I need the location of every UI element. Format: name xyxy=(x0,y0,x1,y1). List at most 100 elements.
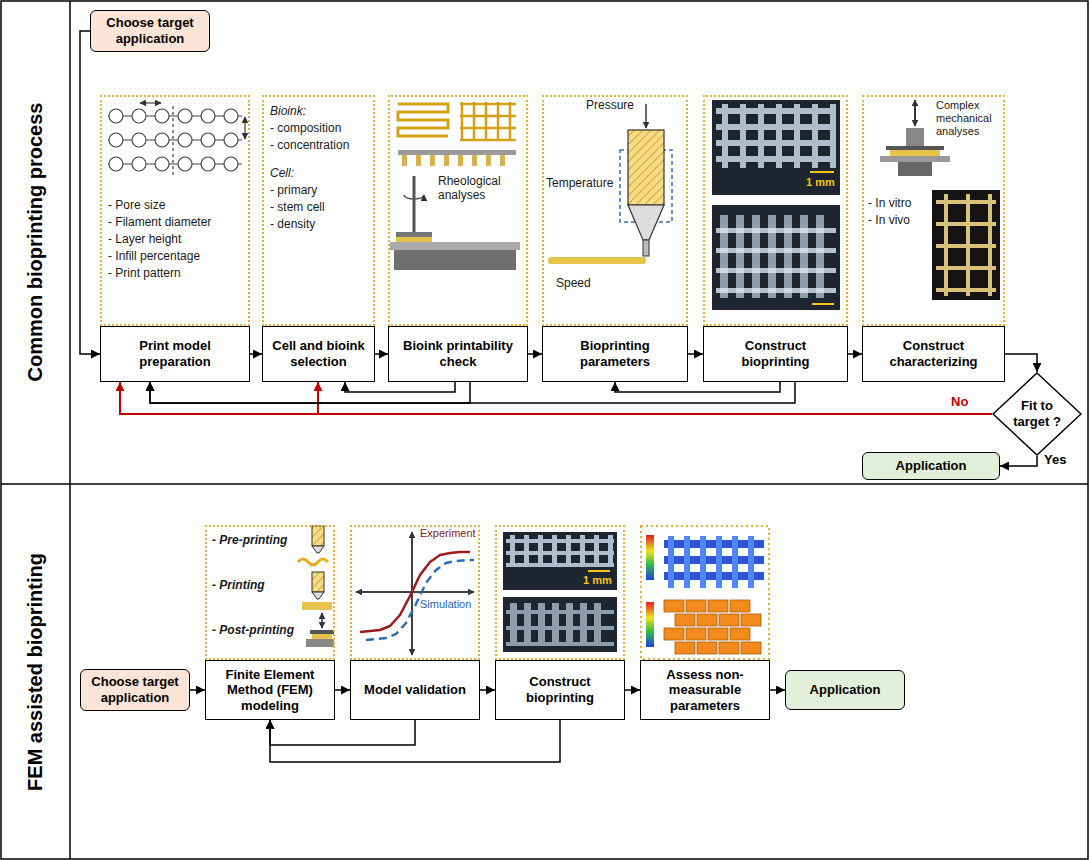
construct-photo-small xyxy=(510,603,517,646)
flow-arrow xyxy=(150,382,795,403)
construct-photo-small xyxy=(503,532,617,652)
flow-arrow xyxy=(270,720,560,762)
fem-stage-icons xyxy=(298,526,334,647)
illustration-panel: - Pore size- Filament diameter- Layer he… xyxy=(100,95,250,326)
fem-stage-icons xyxy=(312,572,324,592)
construct-photo-small xyxy=(506,610,614,614)
panel-text: - Post-printing xyxy=(212,623,307,637)
construct-photo xyxy=(784,215,792,298)
printability-sketch xyxy=(460,103,516,106)
fem-result-panel xyxy=(664,628,684,640)
fem-result-panel xyxy=(700,536,706,588)
construct-photo-small xyxy=(538,603,545,646)
construct-photo xyxy=(768,215,776,298)
fem-result-panel xyxy=(719,614,739,626)
construct-photo xyxy=(720,215,728,298)
diamond-outline xyxy=(993,373,1081,455)
printability-sketch xyxy=(458,155,463,166)
flow-arrow xyxy=(335,689,350,691)
construct-photo-small xyxy=(506,539,614,543)
lattice-sketch xyxy=(201,133,215,147)
flow-arrow xyxy=(80,31,100,354)
fem-result-panel xyxy=(697,642,717,654)
fem-result-panel xyxy=(730,600,750,612)
fem-stage-icons xyxy=(306,639,334,647)
fem-result-panel xyxy=(646,602,654,647)
fem-result-panel xyxy=(664,600,684,612)
fem-result-panel xyxy=(748,536,754,588)
process-box: Bioink printability check xyxy=(388,326,528,382)
lattice-sketch xyxy=(132,157,146,171)
lattice-sketch xyxy=(109,133,123,147)
flow-arrow xyxy=(615,382,780,392)
printability-sketch xyxy=(485,102,488,140)
fem-stage-icons xyxy=(312,592,324,599)
construct-photo xyxy=(812,303,834,305)
construct-photo-small xyxy=(552,603,559,646)
box-label: Choose target application xyxy=(87,674,183,705)
compression-sketch xyxy=(936,194,996,296)
lattice-sketch xyxy=(172,106,173,176)
compression-sketch xyxy=(936,200,996,204)
box-label: Finite Element Method (FEM) modeling xyxy=(212,667,328,714)
lattice-sketch xyxy=(201,109,215,123)
construct-photo xyxy=(716,268,836,273)
lattice-sketch xyxy=(108,163,242,164)
fem-result-panel xyxy=(646,535,654,580)
fem-result-panel xyxy=(716,536,722,588)
flow-arrow xyxy=(375,353,388,355)
construct-photo-small xyxy=(506,642,614,646)
panel-text: Cell: xyxy=(270,166,370,180)
panel-text: Rheological analyses xyxy=(438,174,524,203)
process-box: Construct characterizing xyxy=(862,326,1005,382)
printability-sketch xyxy=(444,155,449,166)
fem-result-panel xyxy=(730,628,750,640)
nozzle-sketch xyxy=(628,130,664,205)
fem-result-panel xyxy=(741,614,761,626)
printability-sketch xyxy=(460,115,516,118)
panel-text: Speed xyxy=(556,276,606,290)
printability-sketch xyxy=(398,102,516,166)
rheometer-sketch xyxy=(390,242,520,250)
band-title: Common bioprinting process xyxy=(23,103,47,382)
fem-result-panel xyxy=(675,614,695,626)
lattice-sketch xyxy=(178,133,192,147)
panel-text: - Printing xyxy=(212,578,307,592)
rheometer-sketch xyxy=(404,195,424,199)
printability-sketch xyxy=(486,155,491,166)
box-label: Construct characterizing xyxy=(869,338,998,369)
construct-photo xyxy=(716,228,836,233)
box-label: Print model preparation xyxy=(107,338,243,369)
rheometer-sketch xyxy=(396,232,432,237)
illustration-panel: PressureTemperatureSpeed xyxy=(542,95,688,326)
process-box: Bioprinting parameters xyxy=(542,326,688,382)
panel-text: - Pore size xyxy=(108,198,246,212)
printability-sketch xyxy=(500,155,505,166)
construct-photo xyxy=(816,215,824,298)
process-box: Cell and bioink selection xyxy=(262,326,375,382)
fem-stage-icons xyxy=(310,630,334,634)
fem-stage-icons xyxy=(321,613,323,628)
compression-sketch xyxy=(890,150,940,156)
construct-photo-small xyxy=(524,603,531,646)
panel-text: - stem cell xyxy=(270,200,370,214)
compression-sketch xyxy=(880,156,950,162)
lattice-sketch xyxy=(108,115,242,116)
process-box: Print model preparation xyxy=(100,326,250,382)
lattice-sketch xyxy=(224,109,238,123)
construct-photo xyxy=(716,228,836,293)
fem-result-panel xyxy=(697,614,717,626)
compression-sketch xyxy=(936,288,996,292)
illustration-panel: 1 mm xyxy=(495,525,625,660)
fem-result-panel xyxy=(664,600,761,654)
fem-result-panel xyxy=(668,536,674,588)
illustration-panel: 1 mm xyxy=(703,95,848,326)
compression-sketch xyxy=(898,162,932,176)
fem-result-panel xyxy=(741,642,761,654)
construct-photo xyxy=(712,100,840,195)
printability-sketch xyxy=(402,155,505,166)
compression-sketch xyxy=(914,100,916,126)
section-band: Common bioprinting processChoose target … xyxy=(0,0,1089,484)
printability-sketch xyxy=(460,139,516,142)
